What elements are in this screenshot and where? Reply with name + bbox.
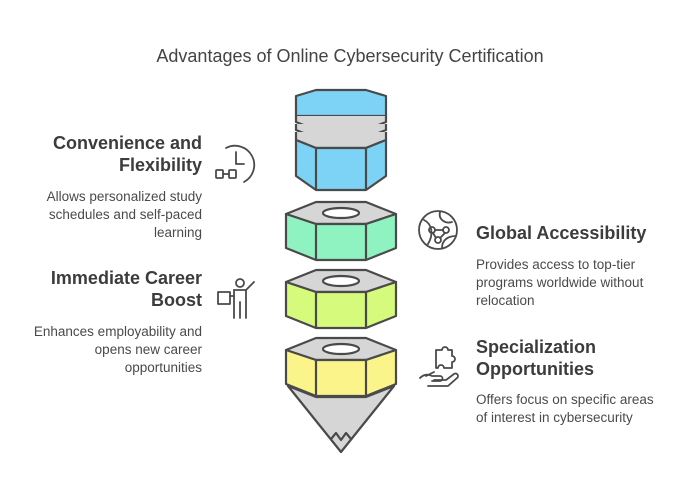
tower-tip: [286, 384, 396, 454]
item-heading-career: Immediate Career Boost: [20, 267, 202, 311]
desc-line: Offers focus on specific areas: [476, 392, 654, 407]
desc-line: programs worldwide without: [476, 275, 644, 290]
clock-icon: [215, 144, 256, 183]
item-desc-career: Enhances employability and opens new car…: [10, 323, 202, 377]
desc-line: Enhances employability and: [33, 324, 202, 339]
tower-layer-yellow: [284, 336, 398, 398]
tower-layer-green: [284, 200, 398, 262]
hand-puzzle-icon: [419, 346, 459, 387]
item-heading-specialization: Specialization Opportunities: [476, 336, 686, 380]
tower-cap: [294, 88, 388, 192]
desc-line: of interest in cybersecurity: [476, 410, 633, 425]
heading-line: Boost: [151, 290, 202, 310]
heading-line: Specialization: [476, 337, 597, 357]
heading-line: Convenience and: [52, 133, 202, 153]
presenter-icon: [217, 278, 255, 319]
desc-line: opens new career: [94, 342, 202, 357]
globe-network-icon: [418, 210, 458, 250]
heading-line: Opportunities: [476, 359, 594, 379]
desc-line: Allows personalized study: [46, 189, 202, 204]
item-desc-global: Provides access to top-tier programs wor…: [476, 256, 691, 310]
diagram-title: Advantages of Online Cybersecurity Certi…: [156, 46, 544, 66]
item-heading-convenience: Convenience and Flexibility: [20, 132, 202, 176]
desc-line: opportunities: [124, 360, 202, 375]
desc-line: relocation: [476, 293, 535, 308]
item-desc-specialization: Offers focus on specific areas of intere…: [476, 391, 691, 427]
desc-line: schedules and self-paced: [48, 207, 202, 222]
desc-line: learning: [153, 225, 202, 240]
layer-tower: [284, 88, 398, 454]
heading-line: Global Accessibility: [476, 223, 647, 243]
item-heading-global: Global Accessibility: [476, 222, 686, 244]
heading-line: Flexibility: [118, 155, 202, 175]
heading-line: Immediate Career: [50, 268, 202, 288]
tower-layer-lime: [284, 268, 398, 330]
item-desc-convenience: Allows personalized study schedules and …: [10, 188, 202, 242]
desc-line: Provides access to top-tier: [476, 257, 636, 272]
